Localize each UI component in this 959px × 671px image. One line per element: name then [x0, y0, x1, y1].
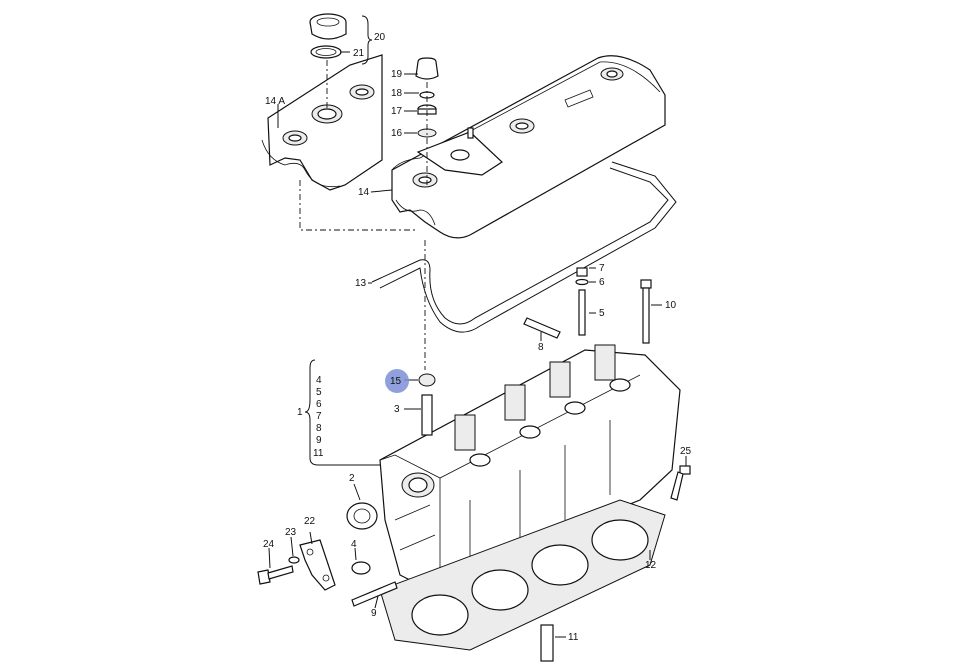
bolt-24 — [257, 565, 294, 585]
label-15[interactable]: 15 — [390, 376, 402, 387]
bolt-25 — [670, 465, 691, 501]
brace-item-6: 6 — [316, 399, 322, 410]
seal-21 — [310, 45, 342, 59]
label-8[interactable]: 8 — [538, 342, 544, 353]
label-10[interactable]: 10 — [665, 300, 677, 311]
label-14a[interactable]: 14 A — [265, 96, 285, 107]
label-2[interactable]: 2 — [349, 473, 355, 484]
label-22[interactable]: 22 — [304, 516, 316, 527]
label-1[interactable]: 1 — [297, 407, 303, 418]
label-20[interactable]: 20 — [374, 32, 386, 43]
valve-cover-14a — [261, 54, 383, 191]
label-25[interactable]: 25 — [680, 446, 692, 457]
label-19[interactable]: 19 — [391, 69, 403, 80]
washer-23 — [288, 556, 300, 564]
label-14[interactable]: 14 — [358, 187, 370, 198]
label-18[interactable]: 18 — [391, 88, 403, 99]
stud-9-lower — [351, 581, 398, 607]
brace-item-11: 11 — [313, 448, 324, 459]
label-24[interactable]: 24 — [263, 539, 275, 550]
label-4[interactable]: 4 — [351, 539, 357, 550]
guide-pin-11 — [540, 624, 554, 662]
cylinder-head — [379, 344, 681, 586]
brace-item-4: 4 — [316, 375, 322, 386]
label-5[interactable]: 5 — [599, 308, 605, 319]
brace-item-9: 9 — [316, 435, 322, 446]
label-7[interactable]: 7 — [599, 263, 605, 274]
seal-4-lower — [351, 561, 371, 575]
label-23[interactable]: 23 — [285, 527, 297, 538]
brace-item-5: 5 — [316, 387, 322, 398]
label-17[interactable]: 17 — [391, 106, 403, 117]
head-bolt-10 — [640, 279, 652, 344]
label-11[interactable]: 11 — [568, 632, 579, 643]
label-13[interactable]: 13 — [355, 278, 367, 289]
stud-5-nut-6-7 — [575, 267, 589, 336]
head-gasket-12 — [379, 499, 666, 651]
valve-cover-gasket-13 — [371, 161, 677, 333]
brace-item-8: 8 — [316, 423, 322, 434]
label-9[interactable]: 9 — [371, 608, 377, 619]
label-6[interactable]: 6 — [599, 277, 605, 288]
bracket-22 — [299, 539, 336, 591]
label-3[interactable]: 3 — [394, 404, 400, 415]
oil-filler-cap-20 — [309, 13, 347, 40]
bolt-stack-16-19 — [415, 57, 439, 138]
label-21[interactable]: 21 — [353, 48, 365, 59]
stud-8 — [523, 317, 561, 339]
valve-cover-14 — [391, 55, 666, 239]
label-16[interactable]: 16 — [391, 128, 403, 139]
selected-part-highlight — [385, 369, 409, 393]
stud-3 — [421, 394, 433, 436]
seal-2 — [346, 502, 378, 530]
label-12[interactable]: 12 — [645, 560, 657, 571]
callout-labels: 20 21 14 A 19 18 17 16 14 13 7 6 5 10 8 … — [263, 32, 692, 643]
brace-item-7: 7 — [316, 411, 322, 422]
nut-15 — [418, 373, 436, 387]
